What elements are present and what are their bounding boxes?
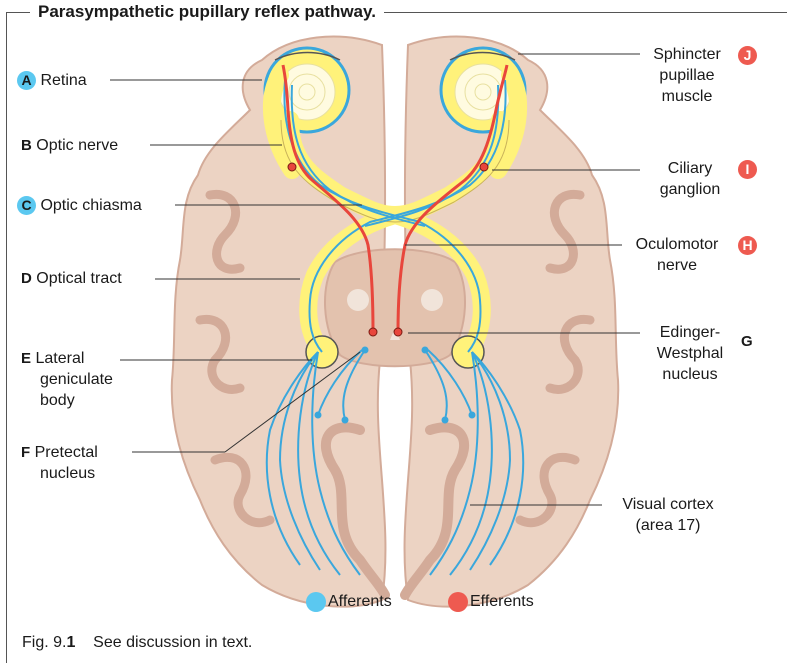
label-pretectal-line1: Pretectal xyxy=(35,444,98,461)
label-oculomotor: Oculomotor nerve xyxy=(624,234,730,276)
label-visual-cortex: Visual cortex (area 17) xyxy=(606,494,730,536)
eyes xyxy=(265,48,525,132)
label-letter-e: E xyxy=(21,350,31,367)
label-optic-chiasma-text: Optic chiasma xyxy=(40,197,141,214)
label-optic-nerve: B Optic nerve xyxy=(21,135,118,156)
label-edinger-line3: nucleus xyxy=(650,364,730,385)
legend-red-dot xyxy=(448,592,468,612)
brain xyxy=(172,37,619,607)
label-letter-f: F xyxy=(21,444,30,461)
label-letter-a: A xyxy=(17,71,36,90)
label-letter-d: D xyxy=(21,270,32,287)
cerebral-peduncle xyxy=(347,289,369,311)
legend-afferents: Afferents xyxy=(306,592,392,612)
legend-efferents: Efferents xyxy=(448,592,534,612)
label-edinger-line2: Westphal xyxy=(650,343,730,364)
label-optical-tract-text: Optical tract xyxy=(36,270,121,287)
label-retina-text: Retina xyxy=(40,72,86,89)
caption-prefix: Fig. 9. xyxy=(22,634,66,651)
label-letter-i: I xyxy=(738,160,757,179)
label-sphincter-line1: Sphincter xyxy=(644,44,730,65)
cerebral-peduncle xyxy=(421,289,443,311)
label-edinger-line1: Edinger- xyxy=(650,322,730,343)
legend-afferents-label: Afferents xyxy=(328,593,392,611)
label-letter-c: C xyxy=(17,196,36,215)
label-retina: A Retina xyxy=(17,70,87,91)
label-oculomotor-line2: nerve xyxy=(624,255,730,276)
label-ciliary-line1: Ciliary xyxy=(650,158,730,179)
label-visual-cortex-line2: (area 17) xyxy=(606,515,730,536)
label-ciliary-line2: ganglion xyxy=(650,179,730,200)
label-letter-h: H xyxy=(738,236,757,255)
label-sphincter-line2: pupillae xyxy=(644,65,730,86)
label-edinger: Edinger- Westphal nucleus xyxy=(650,322,730,385)
label-lgn-line2: geniculate xyxy=(21,369,113,390)
label-optical-tract: D Optical tract xyxy=(21,268,122,289)
legend-blue-dot xyxy=(306,592,326,612)
legend-efferents-label: Efferents xyxy=(470,593,534,611)
label-optic-nerve-text: Optic nerve xyxy=(36,137,118,154)
label-sphincter-line3: muscle xyxy=(644,86,730,107)
label-pretectal-line2: nucleus xyxy=(21,463,98,484)
label-sphincter: Sphincter pupillae muscle xyxy=(644,44,730,107)
label-letter-b: B xyxy=(21,137,32,154)
label-lgn: E Lateral geniculate body xyxy=(21,348,113,411)
label-pretectal: F Pretectal nucleus xyxy=(21,442,98,484)
label-lgn-line1: Lateral xyxy=(35,350,84,367)
label-ciliary: Ciliary ganglion xyxy=(650,158,730,200)
figure-caption: Fig. 9.1 See discussion in text. xyxy=(22,634,252,652)
label-lgn-line3: body xyxy=(21,390,113,411)
label-letter-j: J xyxy=(738,46,757,65)
label-visual-cortex-line1: Visual cortex xyxy=(606,494,730,515)
midbrain xyxy=(325,249,465,366)
caption-number: 1 xyxy=(66,634,75,651)
caption-text: See discussion in text. xyxy=(93,634,252,651)
label-optic-chiasma: C Optic chiasma xyxy=(17,195,142,216)
label-letter-g: G xyxy=(741,333,753,350)
label-oculomotor-line1: Oculomotor xyxy=(624,234,730,255)
